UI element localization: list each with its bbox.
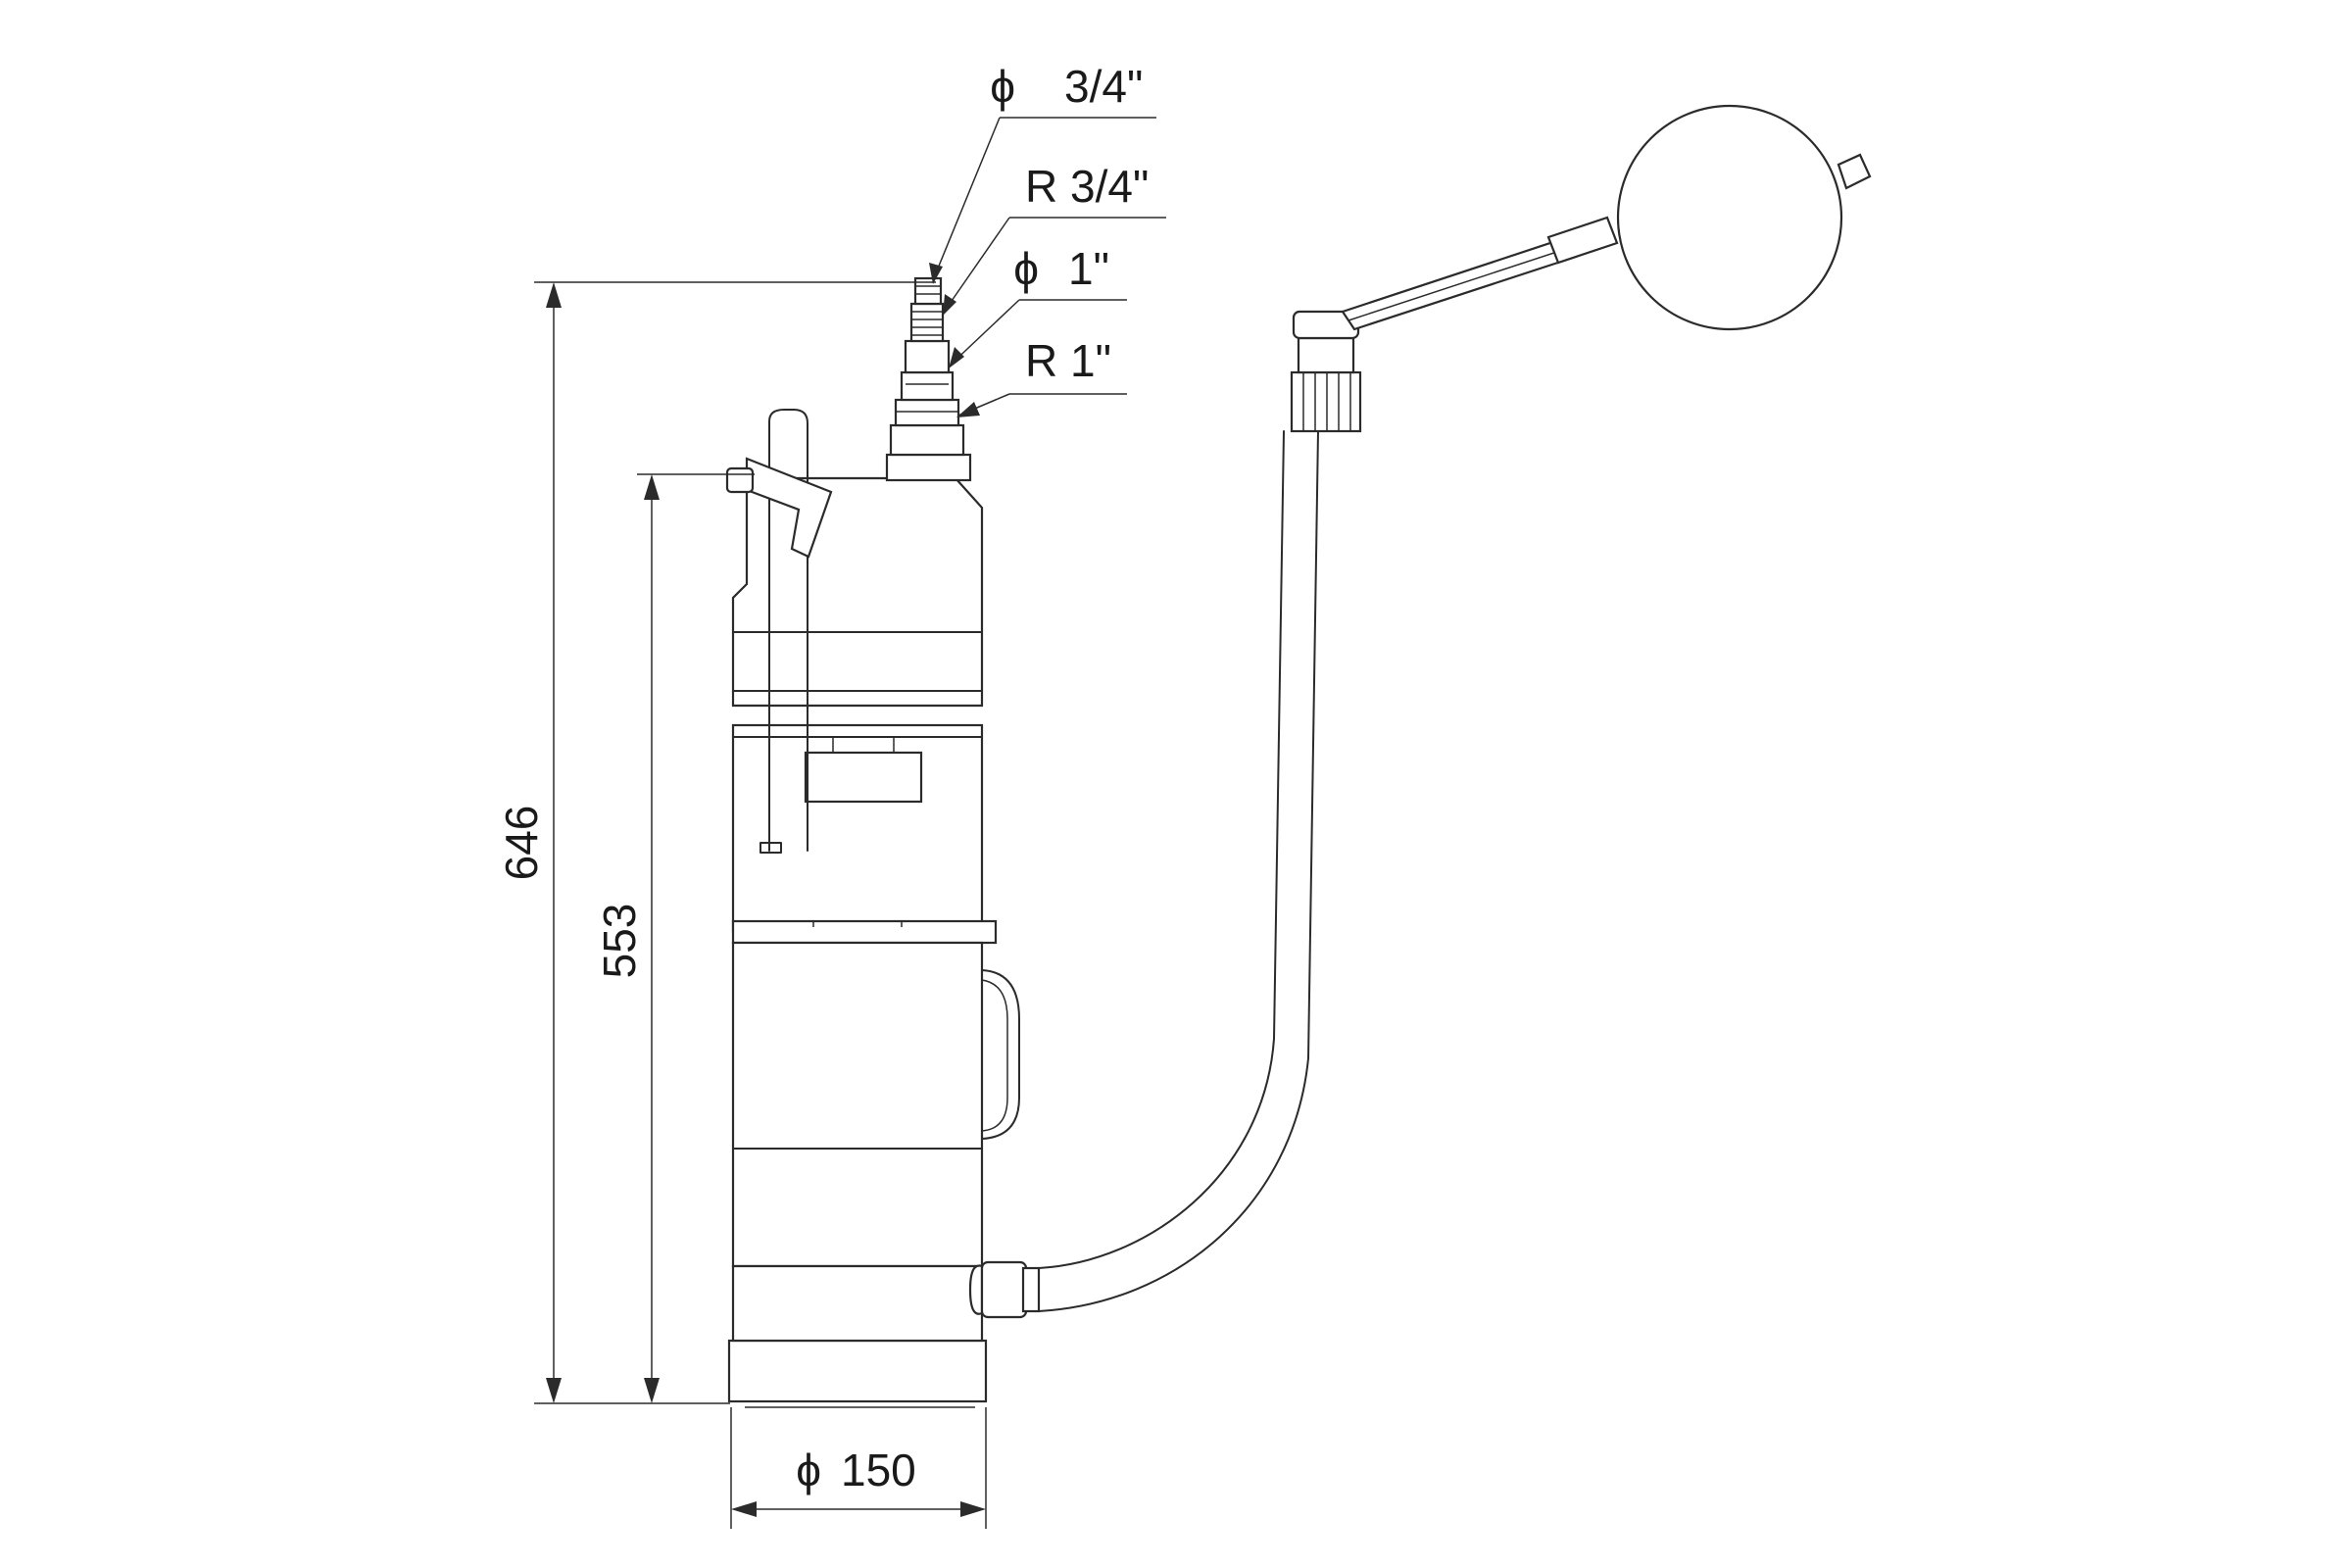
diameter-symbol: ϕ (1013, 243, 1039, 294)
diameter-symbol: ϕ (990, 61, 1015, 112)
pump-body (727, 453, 1041, 1408)
diameter-symbol: ϕ (796, 1445, 821, 1495)
dimension-overall-height: 646 (496, 281, 936, 1404)
callout-connection-2: R 3/4" (942, 161, 1166, 316)
overall-height-label: 646 (496, 806, 547, 881)
callout-connection-4: R 1" (956, 335, 1127, 417)
suction-hose (1038, 430, 1319, 1312)
diameter-label: 150 (841, 1445, 916, 1495)
callout-connection-1: ϕ 3/4" (929, 61, 1156, 284)
body-height-label: 553 (594, 904, 645, 979)
connection-3-label: 1" (1068, 243, 1109, 294)
float-switch (1290, 104, 1872, 433)
connection-4-label: R 1" (1025, 335, 1111, 386)
connection-2-label: R 3/4" (1025, 161, 1149, 212)
connection-1-label: 3/4" (1064, 61, 1143, 112)
outlet-fittings (889, 276, 965, 457)
dimension-body-height: 553 (594, 473, 755, 1403)
callout-connection-3: ϕ 1" (948, 243, 1127, 368)
dimension-diameter: ϕ 150 (730, 1407, 987, 1529)
